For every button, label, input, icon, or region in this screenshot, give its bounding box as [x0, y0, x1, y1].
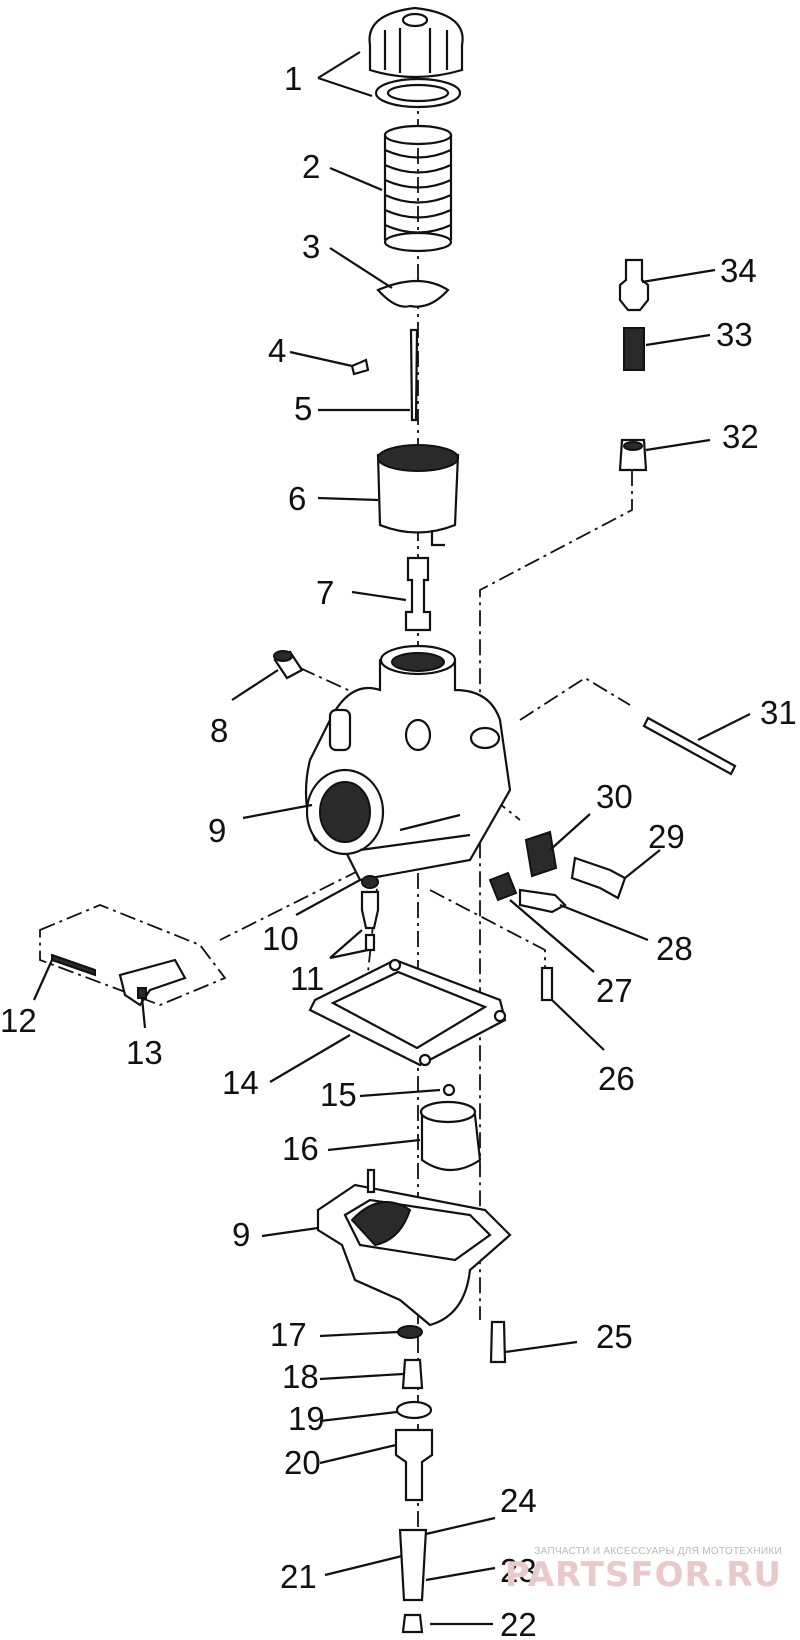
callout-label: 1 — [284, 60, 302, 97]
callout-label: 11 — [290, 960, 324, 997]
part-float-pin — [51, 953, 187, 1007]
callout-label: 7 — [316, 574, 334, 611]
callout-label: 28 — [656, 930, 693, 967]
part-cap — [368, 6, 464, 109]
part-rod — [642, 716, 737, 776]
part-needle-jet — [404, 556, 432, 632]
callout-label: 12 — [0, 1002, 37, 1039]
callout-label: 32 — [722, 418, 759, 455]
part-34 — [618, 258, 650, 312]
carburetor-parts — [51, 6, 737, 1634]
part-spring-30 — [524, 830, 558, 878]
part-jets — [360, 875, 380, 952]
part-o-ring — [395, 1400, 433, 1420]
callout-label: 4 — [268, 332, 286, 369]
callout-label: 9 — [208, 812, 226, 849]
part-gasket — [308, 958, 507, 1067]
callout-label: 19 — [288, 1400, 325, 1437]
part-plug — [273, 650, 304, 680]
callout-label: 26 — [598, 1060, 635, 1097]
part-slide — [376, 444, 460, 547]
callout-label: 30 — [596, 778, 633, 815]
callout-label: 5 — [294, 390, 312, 427]
watermark-tagline: ЗАПЧАСТИ И АКСЕССУАРЫ ДЛЯ МОТОТЕХНИКИ — [534, 1546, 782, 1557]
callout-label: 23 — [500, 1552, 537, 1589]
part-clip — [350, 358, 370, 376]
callout-label: 25 — [596, 1318, 633, 1355]
part-adjuster — [570, 856, 627, 900]
callout-label: 16 — [282, 1130, 319, 1167]
callout-label: 3 — [302, 228, 320, 265]
callout-label: 24 — [500, 1482, 537, 1519]
part-32 — [618, 438, 648, 472]
part-fitting — [540, 966, 554, 1002]
callout-label: 17 — [270, 1316, 307, 1353]
part-main-jet — [401, 1358, 424, 1390]
callout-label: 6 — [288, 480, 306, 517]
part-jet-holder — [394, 1428, 434, 1502]
callout-label: 21 — [280, 1558, 317, 1595]
callout-label: 2 — [302, 148, 320, 185]
part-ball — [442, 1083, 456, 1097]
part-air-screw — [518, 888, 567, 914]
callout-label: 29 — [648, 818, 685, 855]
callout-label: 10 — [262, 920, 299, 957]
part-tube — [398, 1528, 428, 1602]
part-washer — [397, 1325, 423, 1339]
part-spring — [383, 124, 453, 253]
callout-label: 8 — [210, 712, 228, 749]
callout-label: 34 — [720, 252, 757, 289]
watermark: ЗАПЧАСТИ И АКСЕССУАРЫ ДЛЯ МОТОТЕХНИКИ PA… — [482, 1546, 782, 1595]
part-spring-small — [488, 871, 518, 902]
callout-label: 27 — [596, 972, 633, 1009]
callout-label: 33 — [716, 316, 753, 353]
part-screw — [401, 1613, 424, 1634]
callout-label: 20 — [284, 1444, 321, 1481]
callout-label: 14 — [222, 1064, 259, 1101]
part-needle — [409, 328, 419, 422]
part-float-bowl — [316, 1168, 512, 1327]
callout-label: 22 — [500, 1606, 537, 1640]
callout-label: 13 — [126, 1034, 163, 1071]
part-retainer — [376, 280, 450, 308]
leader-lines — [32, 51, 751, 1626]
callout-labels: 1 2 3 4 5 6 7 8 9 9 10 11 12 13 14 15 16… — [0, 60, 797, 1640]
callout-label: 9 — [232, 1216, 250, 1253]
part-body — [304, 644, 512, 882]
part-float — [419, 1100, 482, 1171]
callout-label: 15 — [320, 1076, 357, 1113]
watermark-brand: PARTSFOR.RU — [504, 1555, 782, 1595]
part-spring-33 — [623, 327, 645, 371]
callout-label: 18 — [282, 1358, 319, 1395]
callout-label: 31 — [760, 694, 797, 731]
part-bowl-screw — [489, 1320, 507, 1364]
